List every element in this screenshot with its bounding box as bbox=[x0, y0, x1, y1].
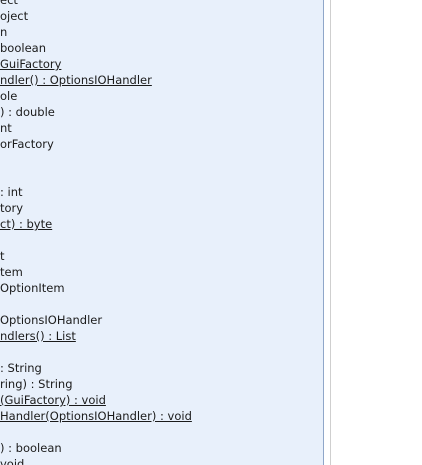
member-signature: nt bbox=[0, 121, 12, 135]
member-row[interactable]: nt bbox=[0, 121, 323, 137]
member-signature: GuiFactory bbox=[0, 57, 62, 71]
member-row[interactable] bbox=[0, 297, 323, 313]
member-row[interactable]: GuiFactory bbox=[0, 57, 323, 73]
member-row[interactable] bbox=[0, 425, 323, 441]
member-row[interactable]: : int bbox=[0, 185, 323, 201]
member-signature: : String bbox=[0, 361, 42, 375]
member-signature: void bbox=[0, 457, 25, 465]
member-signature: OptionItem bbox=[0, 281, 65, 295]
member-row[interactable]: t bbox=[0, 249, 323, 265]
member-row[interactable]: orFactory bbox=[0, 137, 323, 153]
member-signature: boolean bbox=[0, 41, 46, 55]
member-signature: oject bbox=[0, 9, 29, 23]
member-row[interactable]: ) : boolean bbox=[0, 441, 323, 457]
panel-gap bbox=[324, 0, 330, 465]
member-signature: t bbox=[0, 249, 5, 263]
member-row[interactable]: ndler() : OptionsIOHandler bbox=[0, 73, 323, 89]
member-signature: Handler(OptionsIOHandler) : void bbox=[0, 409, 192, 423]
panel-border bbox=[323, 0, 324, 465]
member-row[interactable]: ct) : byte bbox=[0, 217, 323, 233]
member-signature: ndler() : OptionsIOHandler bbox=[0, 73, 152, 87]
member-signature: tory bbox=[0, 201, 24, 215]
member-row[interactable]: ring) : String bbox=[0, 377, 323, 393]
member-row[interactable]: boolean bbox=[0, 41, 323, 57]
member-list: ect oject n boolean GuiFactory ndler() : Op… bbox=[0, 0, 323, 465]
member-signature: ) : boolean bbox=[0, 441, 62, 455]
member-signature: ect bbox=[0, 0, 18, 7]
member-row[interactable] bbox=[0, 153, 323, 169]
member-signature: ole bbox=[0, 89, 18, 103]
member-signature: OptionsIOHandler bbox=[0, 313, 103, 327]
member-row[interactable]: OptionsIOHandler bbox=[0, 313, 323, 329]
member-signature: ndlers() : List bbox=[0, 329, 76, 343]
member-signature: (GuiFactory) : void bbox=[0, 393, 106, 407]
member-row[interactable]: ect bbox=[0, 0, 323, 9]
member-row[interactable]: void bbox=[0, 457, 323, 465]
member-signature: n bbox=[0, 25, 8, 39]
member-row[interactable]: Handler(OptionsIOHandler) : void bbox=[0, 409, 323, 425]
member-row[interactable]: oject bbox=[0, 9, 323, 25]
member-signature: orFactory bbox=[0, 137, 54, 151]
member-row[interactable]: n bbox=[0, 25, 323, 41]
member-signature: ct) : byte bbox=[0, 217, 53, 231]
member-row[interactable]: ndlers() : List bbox=[0, 329, 323, 345]
member-row[interactable] bbox=[0, 169, 323, 185]
member-signature: ) : double bbox=[0, 105, 55, 119]
member-row[interactable]: (GuiFactory) : void bbox=[0, 393, 323, 409]
vertical-divider bbox=[330, 0, 331, 465]
member-row[interactable]: tem bbox=[0, 265, 323, 281]
member-row[interactable]: ole bbox=[0, 89, 323, 105]
member-row[interactable]: ) : double bbox=[0, 105, 323, 121]
member-row[interactable] bbox=[0, 345, 323, 361]
member-row[interactable] bbox=[0, 233, 323, 249]
member-signature: : int bbox=[0, 185, 23, 199]
member-row[interactable]: OptionItem bbox=[0, 281, 323, 297]
member-row[interactable]: : String bbox=[0, 361, 323, 377]
member-signature: tem bbox=[0, 265, 23, 279]
member-row[interactable]: tory bbox=[0, 201, 323, 217]
member-signature: ring) : String bbox=[0, 377, 73, 391]
class-members-panel: ect oject n boolean GuiFactory ndler() : Op… bbox=[0, 0, 323, 465]
